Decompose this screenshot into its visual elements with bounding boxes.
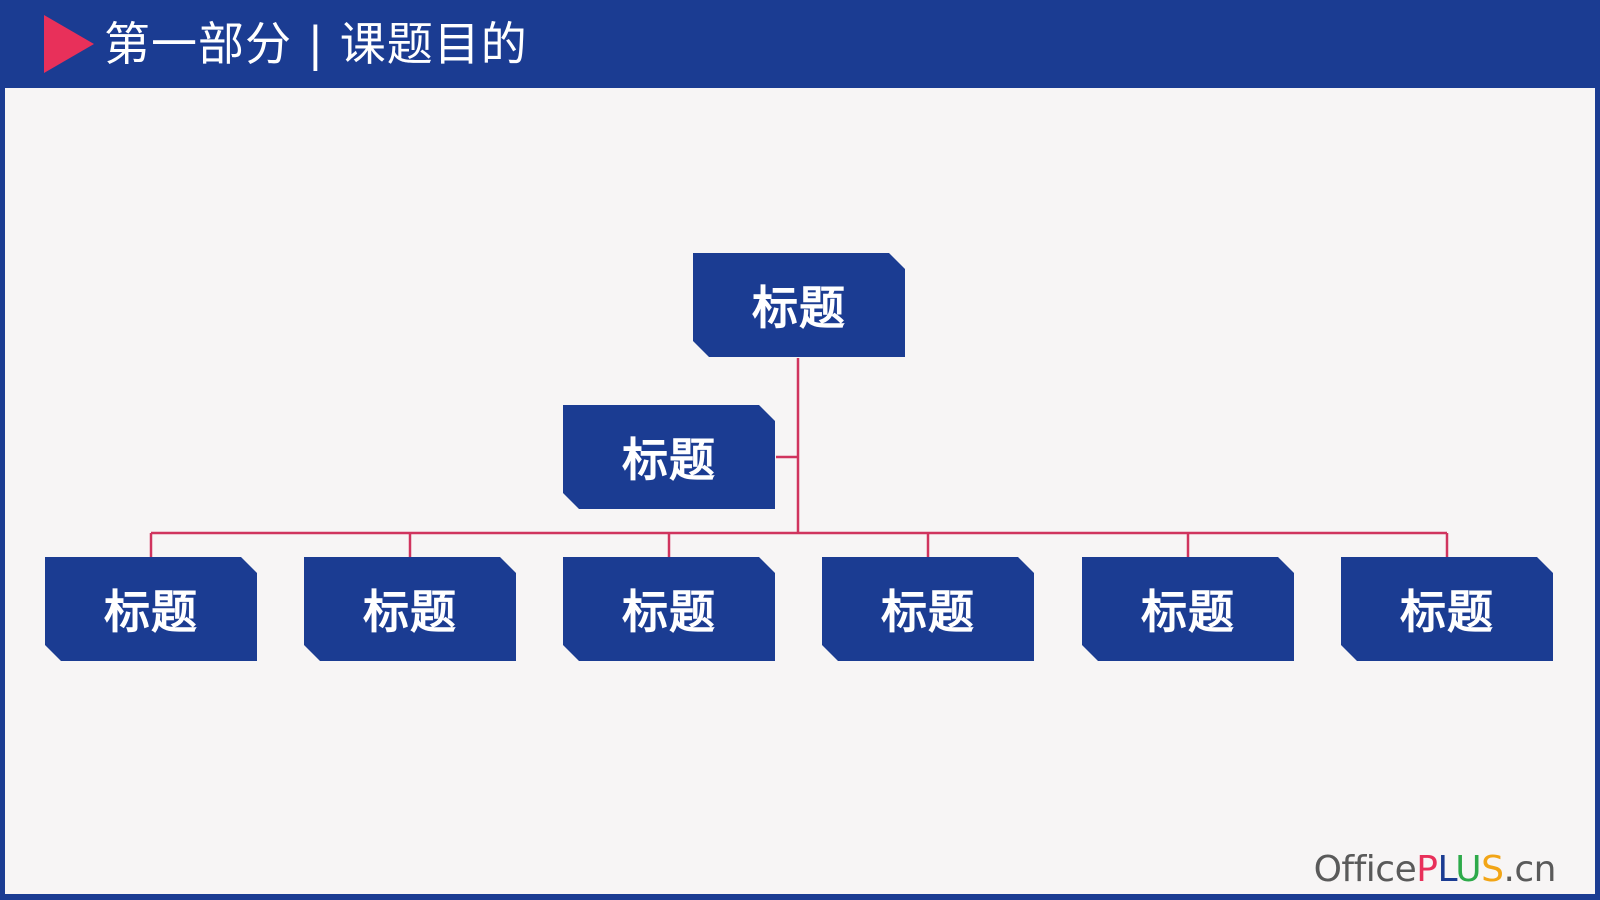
page-title: 第一部分 | 课题目的: [104, 17, 528, 71]
header-bar: 第一部分 | 课题目的: [0, 0, 1600, 88]
officeplus-logo: OfficePLUS.cn: [1313, 849, 1557, 890]
org-node-child[interactable]: 标题: [822, 557, 1034, 661]
logo-letter-u: U: [1455, 849, 1482, 890]
logo-text-office: Office: [1313, 849, 1417, 890]
logo-letter-s: S: [1481, 849, 1504, 890]
logo-letter-l: L: [1437, 849, 1456, 890]
logo-letter-p: P: [1416, 849, 1438, 890]
org-node-child[interactable]: 标题: [1341, 557, 1553, 661]
org-node-assistant[interactable]: 标题: [563, 405, 775, 509]
org-node-child[interactable]: 标题: [304, 557, 516, 661]
org-node-child[interactable]: 标题: [45, 557, 257, 661]
org-node-child[interactable]: 标题: [1082, 557, 1294, 661]
org-node-root[interactable]: 标题: [693, 253, 905, 357]
logo-text-suffix: .cn: [1503, 849, 1556, 890]
play-arrow-icon: [44, 15, 94, 73]
slide-canvas: [5, 88, 1595, 894]
org-node-child[interactable]: 标题: [563, 557, 775, 661]
